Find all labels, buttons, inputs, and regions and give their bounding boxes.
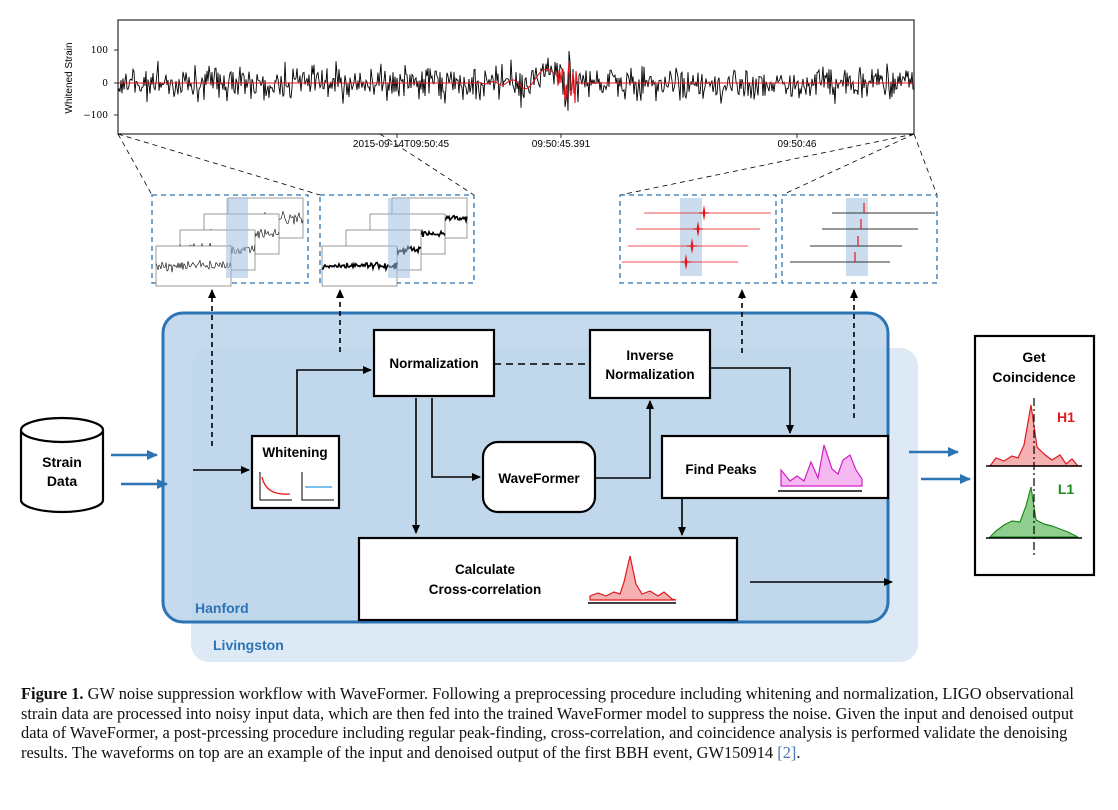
caption-reference-link[interactable]: [2]	[777, 742, 797, 762]
find-peaks-box: Find Peaks	[660, 434, 890, 500]
strain-ylabel: Whitened Strain	[64, 42, 75, 113]
xtick-start: 2015-09-14T09:50:45	[353, 139, 450, 150]
zoom-lines	[117, 133, 938, 196]
denoised-output-stack-thumbnail	[622, 198, 771, 276]
denoised-strain-trace	[118, 61, 914, 104]
cross-correlation-icon	[588, 555, 677, 604]
normalization-box: Normalization	[372, 328, 496, 398]
ytick-0: 0	[102, 79, 108, 89]
caption-end: .	[796, 742, 801, 762]
workflow-figure: Whitened Strain 100 0 −100 2015-09-14T09…	[19, 19, 1096, 662]
normalized-input-stack-thumbnail	[321, 197, 468, 287]
hanford-label: Hanford	[195, 600, 249, 616]
raw-input-stack-thumbnail	[155, 197, 304, 287]
find-peaks-label: Find Peaks	[685, 462, 756, 477]
whitening-label: Whitening	[262, 445, 327, 460]
ytick-minus-100: −100	[83, 111, 108, 121]
find-peaks-icon	[778, 444, 863, 492]
l1-label: L1	[1058, 481, 1075, 497]
flow-arrows	[193, 289, 893, 586]
ytick-100: 100	[91, 46, 108, 56]
livingston-label: Livingston	[213, 637, 284, 653]
waveformer-label: WaveFormer	[498, 471, 580, 486]
figure-caption: Figure 1. GW noise suppression workflow …	[21, 684, 1101, 762]
waveformer-box: WaveFormer	[481, 440, 597, 514]
xtick-end: 09:50:46	[778, 139, 817, 150]
thumbnail-panels	[151, 194, 938, 287]
whitening-psd-icon	[259, 472, 334, 501]
xtick-merger: 09:50:45.391	[532, 139, 591, 150]
normalization-label: Normalization	[389, 356, 478, 371]
whitening-box: Whitening	[250, 434, 341, 510]
strain-plot: Whitened Strain 100 0 −100 2015-09-14T09…	[64, 19, 915, 150]
caption-label: Figure 1.	[21, 684, 84, 703]
peaks-output-stack-thumbnail	[790, 198, 935, 276]
h1-label: H1	[1057, 409, 1075, 425]
noisy-strain-trace	[118, 51, 914, 111]
caption-text: GW noise suppression workflow with WaveF…	[21, 684, 1074, 762]
